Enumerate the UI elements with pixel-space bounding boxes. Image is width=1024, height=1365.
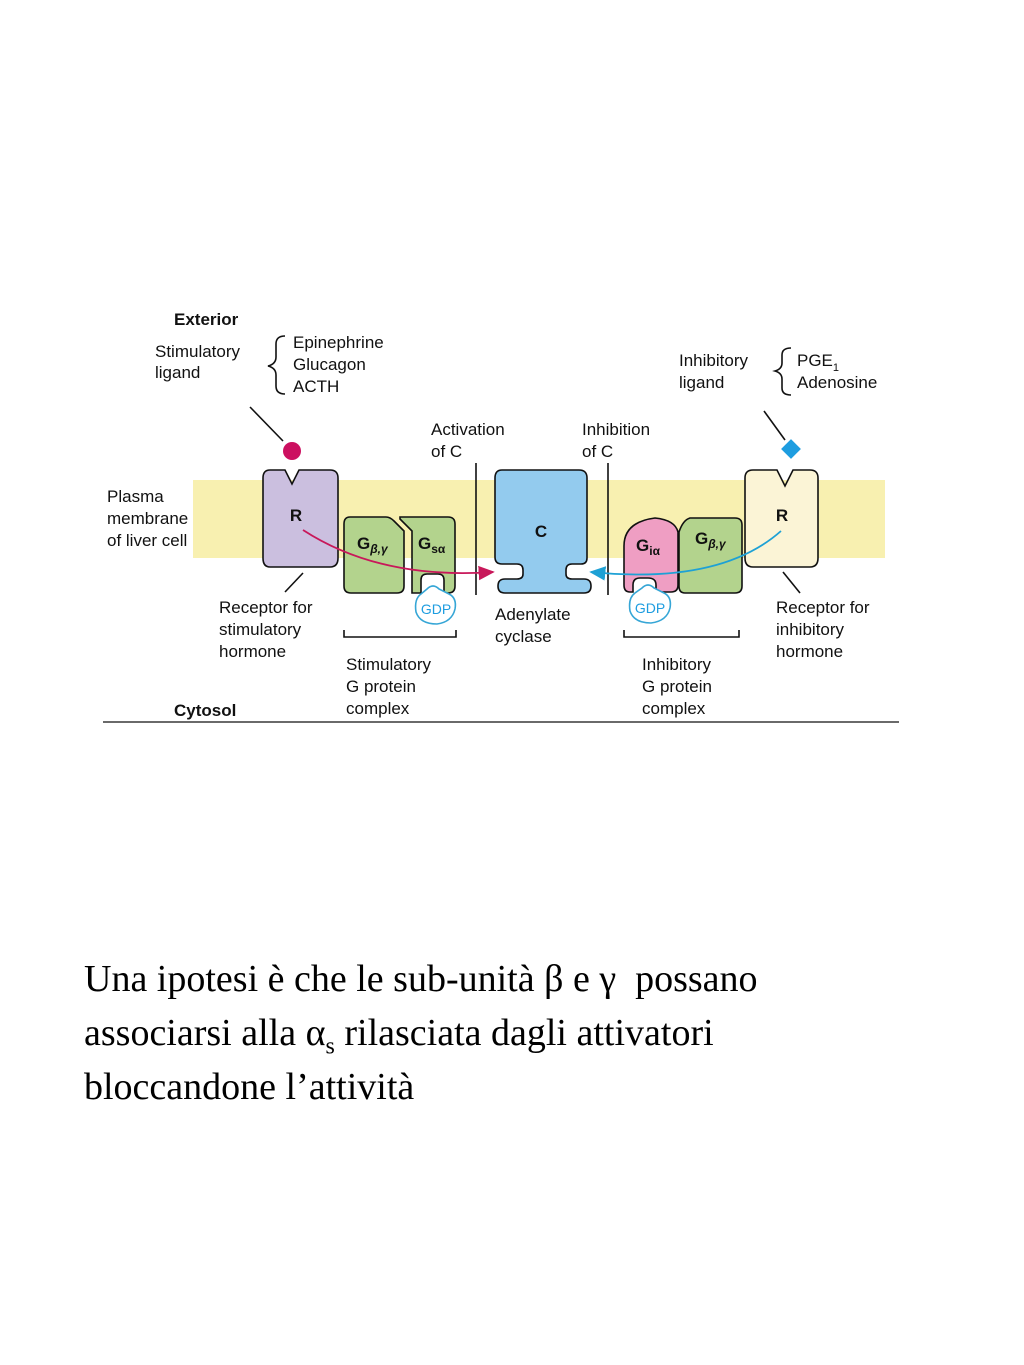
adenosine-label: Adenosine	[797, 373, 877, 392]
inhib-receptor-pointer	[782, 571, 801, 594]
stimulatory-ligand-pointer	[249, 406, 284, 442]
adenylate-cyclase	[494, 469, 592, 594]
stim-g-beta-gamma-label: Gβ,γ	[357, 534, 389, 556]
epinephrine-label: Epinephrine	[293, 333, 384, 352]
stimulatory-ligand-label: Stimulatory ligand	[155, 342, 245, 382]
inhib-g-beta-gamma-label: Gβ,γ	[695, 529, 727, 551]
glucagon-label: Glucagon	[293, 355, 366, 374]
activation-label: Activation of C	[431, 420, 509, 461]
stim-g-s-alpha	[399, 516, 456, 594]
cyclase-letter: C	[535, 522, 547, 541]
stim-gdp-label: GDP	[421, 601, 451, 617]
stimulatory-signal-arrow	[302, 529, 495, 581]
inhibitory-ligand-label: Inhibitory ligand	[679, 351, 753, 392]
stimulatory-receptor-label: Receptor for stimulatory hormone	[219, 598, 317, 661]
stim-receptor-pointer	[284, 572, 304, 593]
inhib-g-i-alpha-label: Giα	[636, 536, 661, 558]
inhibitory-receptor	[744, 469, 819, 568]
caption-line-1: Una ipotesi è che le sub-unità β e γ pos…	[84, 958, 758, 1000]
stimulatory-complex-bracket	[343, 630, 457, 638]
acth-label: ACTH	[293, 377, 339, 396]
adenylate-cyclase-label: Adenylate cyclase	[495, 605, 575, 646]
inhibitory-signal-arrow	[589, 530, 782, 581]
stimulatory-complex-label: Stimulatory G protein complex	[346, 655, 436, 718]
stim-gdp-shape	[414, 585, 457, 625]
caption-text: Una ipotesi è che le sub-unità β e γ pos…	[84, 952, 964, 1114]
inhibitory-complex-label: Inhibitory G protein complex	[642, 655, 717, 718]
cytosol-label: Cytosol	[174, 701, 236, 720]
g-protein-diagram: Exterior Stimulatory ligand Epinephrine …	[103, 310, 899, 723]
inhib-gdp-shape	[628, 584, 672, 624]
caption-line-3: bloccandone l’attività	[84, 1066, 415, 1108]
stimulatory-ligand-dot	[283, 442, 301, 460]
inhibitory-ligand-list: PGE1 Adenosine	[797, 351, 877, 392]
plasma-membrane-label: Plasma membrane of liver cell	[107, 487, 193, 550]
inhibitory-ligand-pointer	[763, 410, 786, 441]
stimulatory-ligand-brace	[267, 335, 286, 395]
exterior-label: Exterior	[174, 310, 239, 329]
inhib-g-beta-gamma	[678, 517, 743, 594]
beta-symbol: β	[544, 958, 564, 1000]
gamma-symbol: γ	[599, 958, 617, 1000]
inhibition-label: Inhibition of C	[582, 420, 655, 461]
inhibitory-receptor-label: Receptor for inhibitory hormone	[776, 598, 874, 661]
alpha-symbol: α	[305, 1012, 326, 1054]
inhibitory-receptor-letter: R	[776, 506, 788, 525]
stimulatory-receptor-letter: R	[290, 506, 302, 525]
stimulatory-ligand-list: Epinephrine Glucagon ACTH	[293, 333, 388, 396]
stim-g-s-alpha-label: Gsα	[418, 534, 446, 556]
inhibitory-complex-bracket	[623, 630, 740, 638]
stimulatory-receptor	[262, 469, 339, 568]
stim-g-beta-gamma	[343, 516, 405, 594]
caption-line-2: associarsi alla αs rilasciata dagli atti…	[84, 1012, 714, 1060]
inhibitory-ligand-diamond	[781, 439, 801, 459]
inhib-gdp-label: GDP	[635, 600, 665, 616]
inhibitory-ligand-brace	[772, 347, 792, 396]
pge1-label: PGE1	[797, 351, 839, 374]
